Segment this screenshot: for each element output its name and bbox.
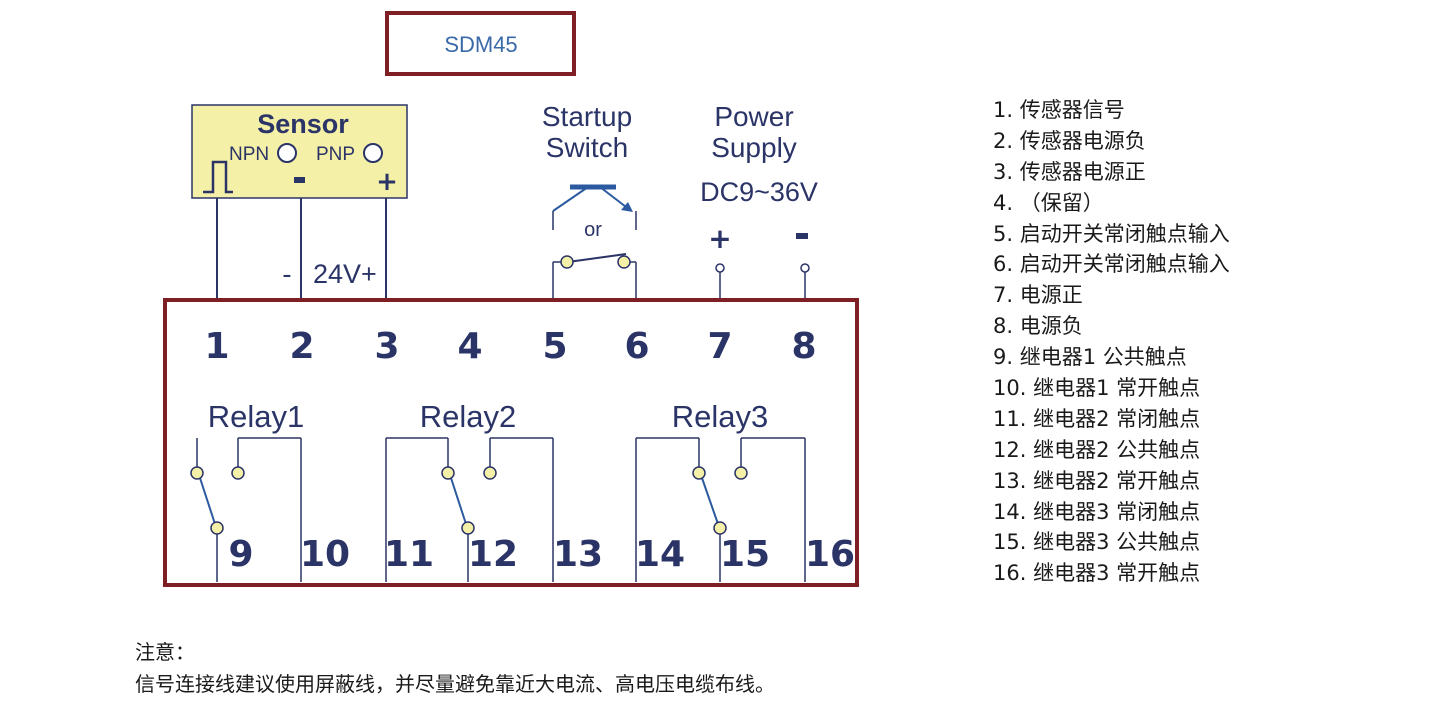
power-supply-label-line2: Supply <box>711 132 797 163</box>
sensor-title: Sensor <box>257 109 349 139</box>
terminal-11: 11 <box>384 534 434 575</box>
power-plus-sign: + <box>708 222 731 255</box>
legend-item: 10. 继电器1 常开触点 <box>993 376 1201 401</box>
sensor-wires <box>216 198 387 300</box>
terminal-6: 6 <box>624 326 649 367</box>
legend-item: 16. 继电器3 常开触点 <box>993 561 1201 586</box>
terminal-15: 15 <box>720 534 770 575</box>
terminal-9: 9 <box>228 534 253 575</box>
legend-item: 4. （保留） <box>993 190 1104 215</box>
npn-label: NPN <box>229 144 269 165</box>
power-terminals <box>715 263 810 300</box>
terminal-2: 2 <box>289 326 314 367</box>
model-label: SDM45 <box>444 32 517 57</box>
bottom-terminal-numbers: 9 10 11 12 13 14 15 16 <box>228 534 855 575</box>
legend-item: 5. 启动开关常闭触点输入 <box>993 221 1230 246</box>
terminal-legend: 1. 传感器信号 2. 传感器电源负 3. 传感器电源正 4. （保留） 5. … <box>993 95 1230 589</box>
legend-item: 15. 继电器3 公共触点 <box>993 530 1201 555</box>
supply-minus-label: - <box>282 260 291 290</box>
relay3-contacts-icon <box>635 437 806 582</box>
legend-item: 2. 传感器电源负 <box>993 128 1146 153</box>
power-voltage-label: DC9~36V <box>700 177 818 207</box>
npn-indicator-icon <box>277 143 297 163</box>
note-text: 信号连接线建议使用屏蔽线，并尽量避免靠近大电流、高电压电缆布线。 <box>135 672 775 696</box>
switch-or-label: or <box>584 219 602 241</box>
relay1-label: Relay1 <box>208 399 305 434</box>
startup-switch-label-line2: Switch <box>546 132 628 163</box>
power-minus-sign <box>796 233 808 239</box>
relay2-contacts-icon <box>385 437 554 582</box>
contact-switch-icon <box>552 253 637 300</box>
transistor-switch-icon <box>552 184 637 230</box>
top-terminal-numbers: 1 2 3 4 5 6 7 8 <box>204 326 816 367</box>
terminal-3: 3 <box>374 326 399 367</box>
relay3-contact-points <box>692 466 748 535</box>
legend-item: 3. 传感器电源正 <box>993 159 1146 184</box>
legend-item: 7. 电源正 <box>993 283 1083 308</box>
legend-item: 11. 继电器2 常闭触点 <box>993 406 1201 431</box>
wiring-note: 注意： 信号连接线建议使用屏蔽线，并尽量避免靠近大电流、高电压电缆布线。 <box>135 636 775 700</box>
terminal-12: 12 <box>468 534 518 575</box>
terminal-10: 10 <box>300 534 350 575</box>
legend-item: 8. 电源负 <box>993 314 1083 339</box>
terminal-16: 16 <box>805 534 855 575</box>
terminal-4: 4 <box>457 326 482 367</box>
terminal-1: 1 <box>204 326 229 367</box>
legend-item: 9. 继电器1 公共触点 <box>993 345 1187 370</box>
supply-voltage-label: 24V+ <box>313 259 377 289</box>
note-title: 注意： <box>135 640 195 664</box>
sensor-minus-sign <box>294 177 305 183</box>
pulse-signal-icon <box>203 160 233 194</box>
legend-item: 14. 继电器3 常闭触点 <box>993 499 1201 524</box>
pnp-indicator-icon <box>363 143 383 163</box>
legend-item: 13. 继电器2 常开触点 <box>993 468 1201 493</box>
power-supply-label-line1: Power <box>714 101 793 132</box>
relay2-label: Relay2 <box>420 399 517 434</box>
terminal-7: 7 <box>707 326 732 367</box>
legend-item: 1. 传感器信号 <box>993 98 1125 122</box>
model-box <box>385 11 576 76</box>
relay1-contact-points <box>190 466 245 535</box>
terminal-13: 13 <box>553 534 603 575</box>
terminal-14: 14 <box>635 534 685 575</box>
terminal-5: 5 <box>542 326 567 367</box>
relay3-label: Relay3 <box>672 399 769 434</box>
legend-item: 6. 启动开关常闭触点输入 <box>993 252 1230 277</box>
sensor-plus-sign: + <box>376 167 398 197</box>
startup-switch-label-line1: Startup <box>542 101 632 132</box>
terminal-8: 8 <box>791 326 816 367</box>
pnp-label: PNP <box>316 144 355 165</box>
relay1-contacts-icon <box>196 437 302 582</box>
relay2-contact-points <box>441 466 497 535</box>
legend-item: 12. 继电器2 公共触点 <box>993 437 1201 462</box>
